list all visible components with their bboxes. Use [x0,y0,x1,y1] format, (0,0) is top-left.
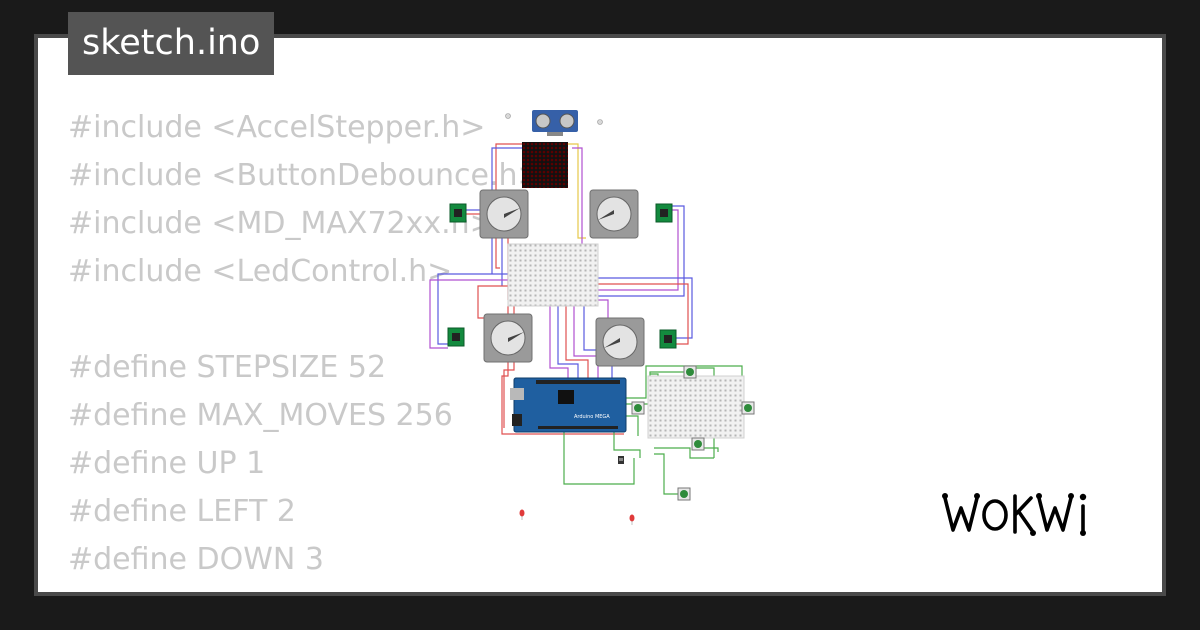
code-line: #include <ButtonDebounce.h> [68,158,543,193]
stepper-driver-1 [449,203,467,223]
code-line: #define DOWN 3 [68,542,324,577]
code-listing: #include <AccelStepper.h> #include <Butt… [68,104,543,592]
code-line: #define RIGHT 4 [68,584,543,592]
stepper-motor-top-right [589,189,639,239]
filename-tab[interactable]: sketch.ino [68,12,275,75]
code-line: #include <LedControl.h> [68,254,453,289]
ultrasonic-sensor [532,110,578,136]
code-line: #define UP 1 [68,446,266,481]
pushbutton-2 [631,401,645,415]
breadboard-upper [507,243,599,307]
wokwi-logo [942,493,1087,536]
stepper-motor-top-left [479,189,529,239]
pushbutton-3 [741,401,755,415]
small-leds-top [505,113,603,125]
stepper-driver-2 [655,203,673,223]
code-line: #define MAX_MOVES 256 [68,398,453,433]
pushbutton-1 [683,365,697,379]
code-line: #include <AccelStepper.h> [68,110,486,145]
code-line: #define LEFT 2 [68,494,296,529]
stepper-motor-bottom-right [595,317,645,367]
code-line: #include <MD_MAX72xx.h> [68,206,495,241]
breadboard-lower [647,375,745,439]
stepper-motor-bottom-left [483,313,533,363]
pushbutton-4 [691,437,705,451]
board-label: Arduino MEGA [574,414,610,420]
arduino-mega-board: Arduino MEGA [510,377,627,433]
stepper-driver-4 [659,329,677,349]
stepper-driver-3 [447,327,465,347]
slide-switch [618,456,624,464]
led-matrix [522,142,568,188]
code-line: #define STEPSIZE 52 [68,350,387,385]
preview-card: #include <AccelStepper.h> #include <Butt… [34,34,1166,596]
red-led-right [629,514,635,525]
red-led-left [519,509,525,520]
pushbutton-5 [677,487,691,501]
circuit-diagram: Arduino MEGA [429,110,755,525]
